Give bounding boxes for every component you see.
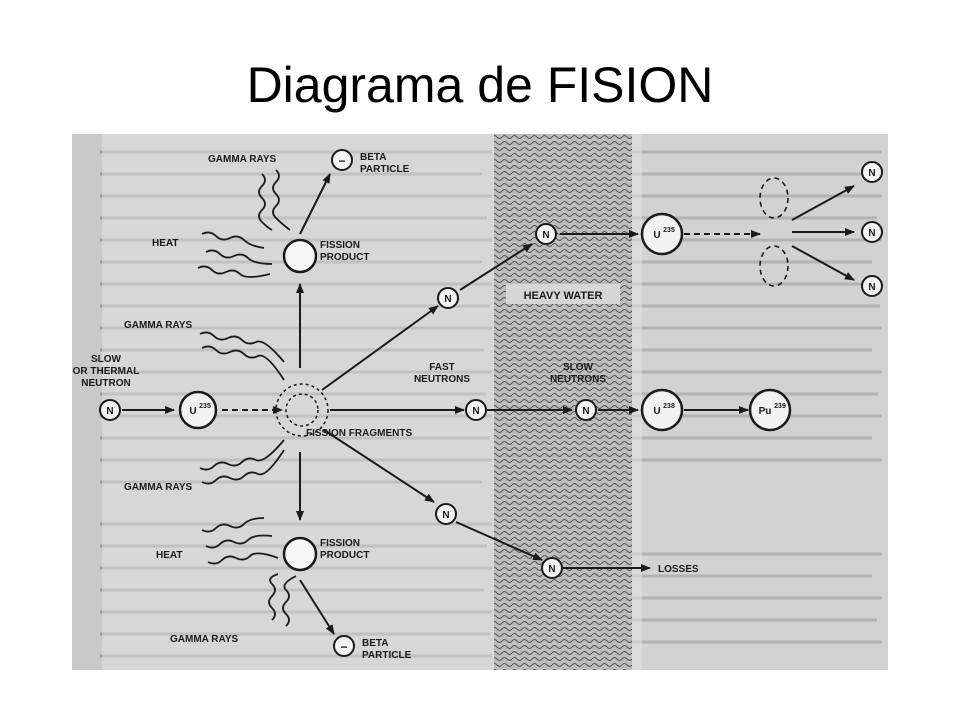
label-heat-top: HEAT [152,238,178,249]
label-gamma-rays-bottom: GAMMA RAYS [170,634,238,645]
label-beta-top-1: BETA [360,152,386,163]
svg-text:N: N [472,406,479,417]
svg-text:N: N [548,564,555,575]
svg-text:U: U [653,230,660,241]
neutron-lost: N [541,557,563,579]
arrow-fast-neutron-down [323,429,435,503]
arrow-to-beta-top [299,173,331,235]
svg-text:N: N [868,228,875,239]
svg-text:N: N [444,294,451,305]
label-gamma-rays-lower: GAMMA RAYS [124,482,192,493]
nucleus-fission-product-bottom [282,536,318,572]
label-gamma-rays-middle: GAMMA RAYS [124,320,192,331]
label-slow-neutron-2: OR THERMAL [73,366,140,377]
label-fission-fragments: FISSION FRAGMENTS [306,428,412,439]
svg-text:N: N [868,282,875,293]
svg-text:−: − [340,640,347,654]
svg-text:Pu: Pu [759,406,772,417]
svg-text:238: 238 [663,403,675,410]
svg-text:N: N [106,406,113,417]
label-beta-bottom-1: BETA [362,638,388,649]
arrow-fast-neutron-to-water [459,243,533,291]
heavy-water-label-bg [506,284,620,304]
nucleus-pu239: Pu 239 [748,388,792,432]
label-fast-neutrons-2: NEUTRONS [414,374,470,385]
label-gamma-rays-top: GAMMA RAYS [208,154,276,165]
beta-particle-top: − [331,149,353,171]
label-fast-neutrons-1: FAST [429,362,455,373]
svg-text:N: N [442,510,449,521]
arrow-out-neutron-1 [791,185,855,221]
label-slow-neutron-1: SLOW [91,354,122,365]
svg-text:235: 235 [663,227,675,234]
svg-text:N: N [582,406,589,417]
neutron-fast-upper: N [437,287,459,309]
beta-particle-bottom: − [333,635,355,657]
label-beta-top-2: PARTICLE [360,164,410,175]
arrow-to-loss-neutron [455,521,543,561]
neutron-moderated-upper: N [535,223,557,245]
fission-diagram-svg: HEAVY WATER [73,134,888,670]
neutron-out-2: N [861,221,883,243]
svg-text:N: N [542,230,549,241]
neutron-incoming: N [99,399,121,421]
label-slow-neutrons-1: SLOW [563,362,594,373]
label-beta-bottom-2: PARTICLE [362,650,412,661]
arrow-fast-neutron-up [321,305,439,391]
neutron-out-3: N [861,275,883,297]
neutron-fast-lower: N [435,503,457,525]
neutron-fast-middle: N [465,399,487,421]
fission-diagram: HEAVY WATER [72,134,888,670]
svg-text:235: 235 [199,403,211,410]
label-fission-product-bottom-2: PRODUCT [320,550,369,561]
svg-text:−: − [338,154,345,168]
nucleus-u235-second: U 235 [640,212,684,256]
svg-text:U: U [189,406,196,417]
nucleus-fission-product-top [282,238,318,274]
svg-text:N: N [868,168,875,179]
svg-text:U: U [653,406,660,417]
slide-title: Diagrama de FISION [246,57,714,113]
arrow-out-neutron-3 [791,245,855,281]
label-slow-neutron-3: NEUTRON [81,378,130,389]
splitting-nucleus [759,177,789,287]
label-slow-neutrons-2: NEUTRONS [550,374,606,385]
heavy-water-waves [494,134,632,670]
nucleus-u235-first: U 235 [178,390,218,430]
label-fission-product-top-2: PRODUCT [320,252,369,263]
label-heat-bottom: HEAT [156,550,182,561]
svg-text:239: 239 [774,403,786,410]
heavy-water-label: HEAVY WATER [524,290,603,302]
label-fission-product-top-1: FISSION [320,240,360,251]
neutron-out-1: N [861,161,883,183]
fission-burst [275,383,329,437]
neutron-slow-middle: N [575,399,597,421]
label-losses: LOSSES [658,564,699,575]
label-fission-product-bottom-1: FISSION [320,538,360,549]
radiation-waves [197,169,297,627]
arrow-to-beta-bottom [299,579,335,635]
nucleus-u238: U 238 [640,388,684,432]
